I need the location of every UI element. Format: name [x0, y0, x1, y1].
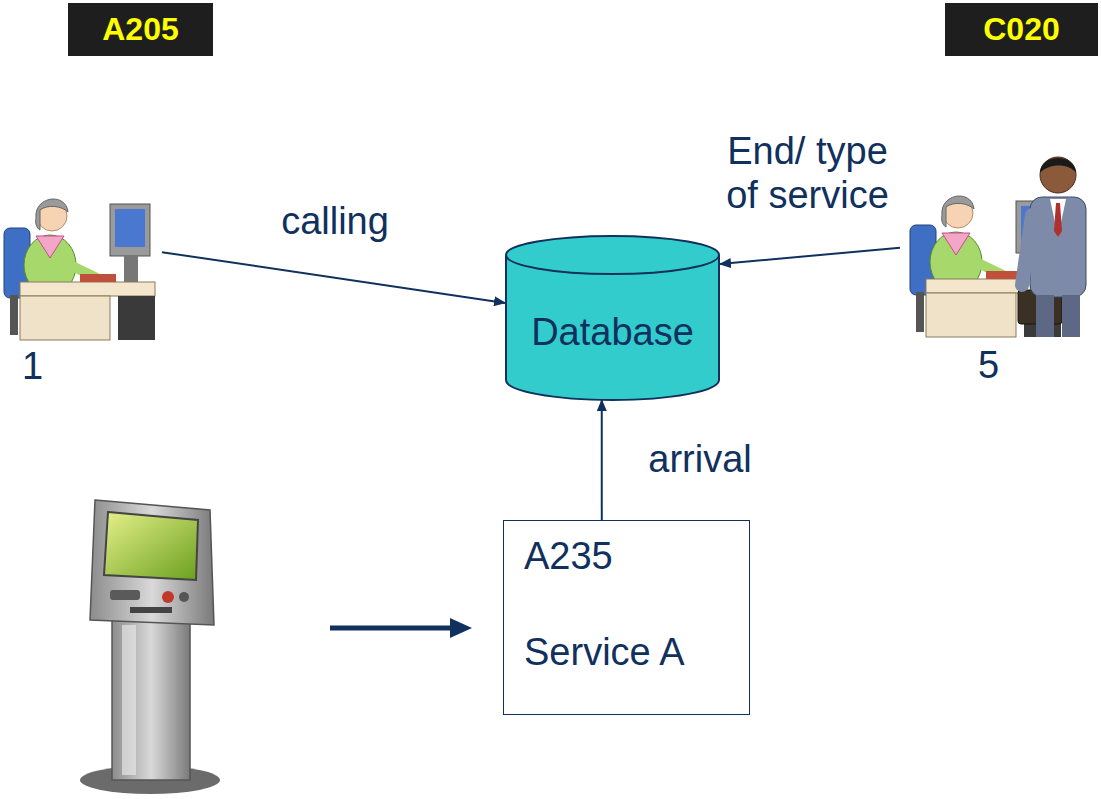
arrow-connector — [601, 400, 603, 520]
node-text: C020 — [983, 11, 1060, 48]
edge-label: arrival — [625, 438, 775, 482]
kiosk-arrow — [330, 618, 472, 638]
node-text: A205 — [102, 11, 179, 48]
node-text: 1 — [22, 346, 162, 388]
edge-label: End/ type of service — [720, 130, 895, 217]
edge-label: calling — [250, 200, 420, 244]
node-text: 5 — [978, 345, 1098, 387]
arrow-connector — [720, 248, 900, 264]
clerk-desk-with-customer: 5 — [900, 145, 1098, 395]
clerk-desk: 1 — [0, 170, 162, 398]
person-illustration — [0, 170, 145, 342]
person-illustration — [900, 145, 1098, 340]
station-label: C020 — [945, 3, 1098, 56]
arrow-connector — [162, 252, 505, 303]
node-text: Service A — [524, 631, 729, 675]
station-label: A205 — [68, 3, 213, 56]
node-text: Database — [531, 311, 694, 354]
ticket-box: A235Service A — [503, 520, 750, 715]
kiosk — [80, 500, 220, 794]
node-text: A235 — [524, 535, 729, 579]
database-cylinder: Database — [505, 235, 720, 400]
